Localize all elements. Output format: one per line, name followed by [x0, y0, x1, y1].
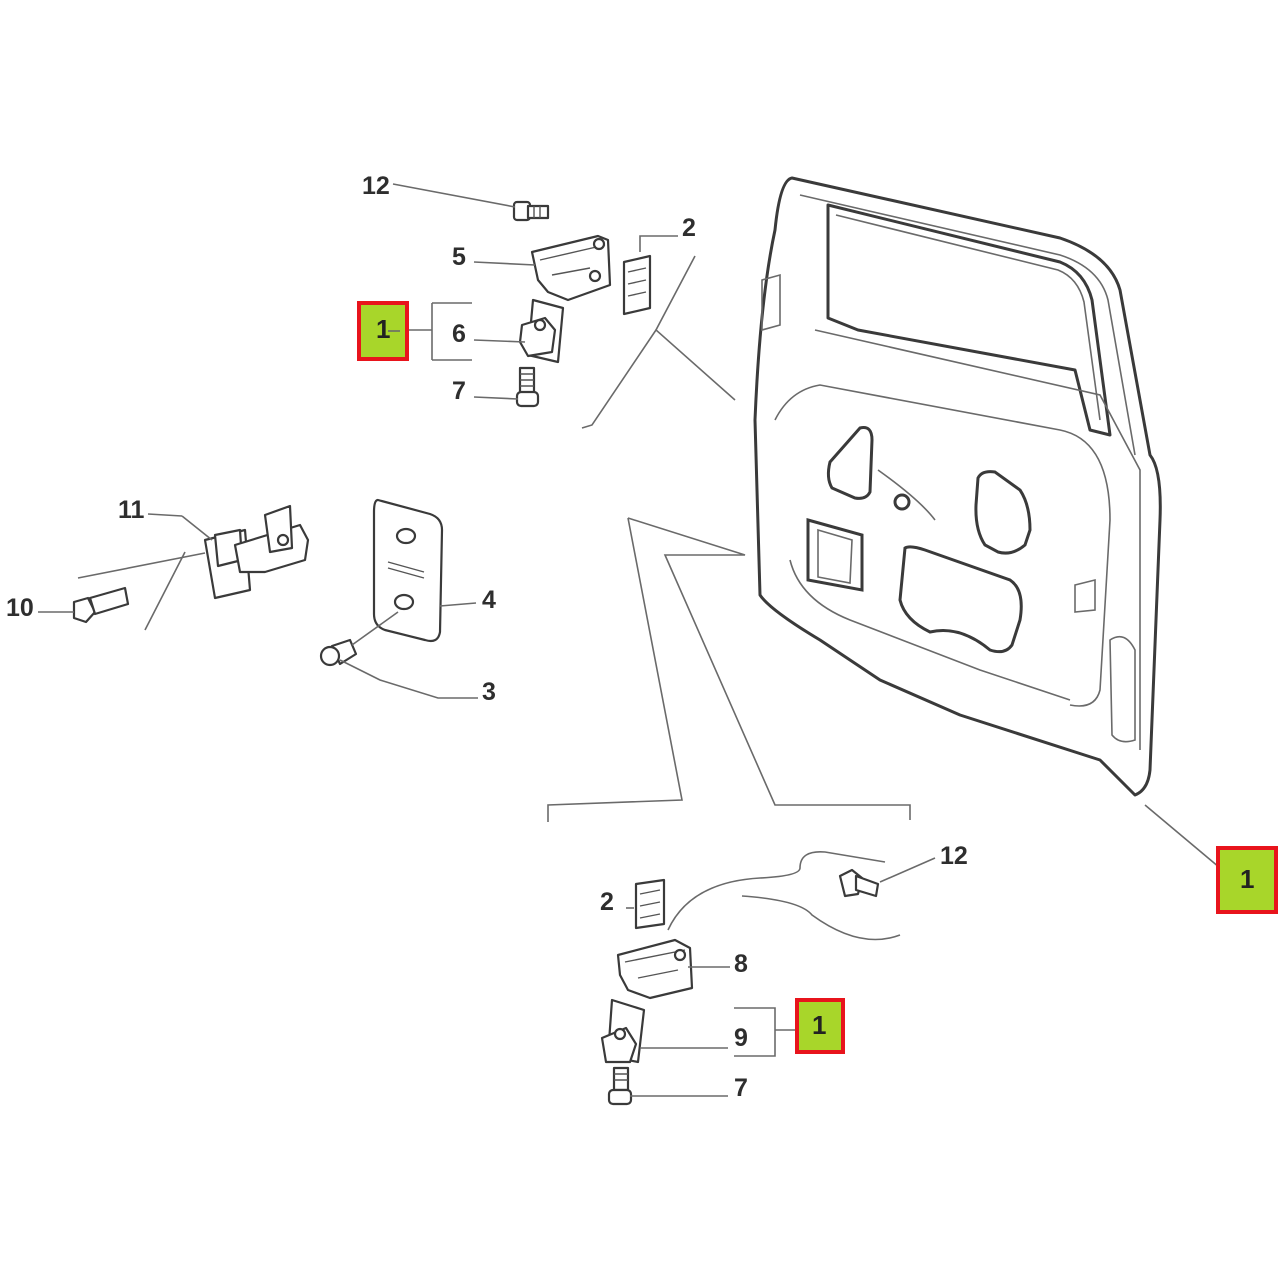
lower-bolt-12[interactable] [838, 868, 880, 898]
part-number-labels: 12 5 6 7 2 11 10 4 3 2 12 8 9 7 [6, 172, 968, 1102]
upper-bolt-12[interactable] [512, 200, 550, 222]
lower-bolt-7[interactable] [607, 1066, 633, 1106]
callout-lower-hinge-assembly[interactable]: 1 [795, 998, 845, 1054]
door-panel[interactable] [753, 176, 1162, 797]
label-upper-7: 7 [452, 377, 466, 405]
lower-shim-2[interactable] [634, 878, 666, 930]
upper-hinge-6[interactable] [518, 298, 565, 364]
callout-label: 1 [376, 314, 390, 344]
callout-label: 1 [812, 1010, 826, 1040]
plate-4[interactable] [372, 498, 444, 643]
check-bolt-10[interactable] [72, 586, 130, 624]
lower-hinge-8[interactable] [616, 938, 694, 1000]
label-lower-2: 2 [600, 888, 614, 916]
label-lower-9: 9 [734, 1024, 748, 1052]
label-upper-12: 12 [362, 172, 390, 200]
screw-3[interactable] [319, 611, 399, 667]
label-lower-12: 12 [940, 842, 968, 870]
callout-label: 1 [1240, 864, 1254, 894]
label-upper-6: 6 [452, 320, 466, 348]
label-lower-7: 7 [734, 1074, 748, 1102]
door-check-11[interactable] [77, 504, 310, 631]
callout-upper-hinge-assembly[interactable]: 1 [357, 301, 409, 361]
label-lower-8: 8 [734, 950, 748, 978]
label-upper-5: 5 [452, 243, 466, 271]
label-plate-4: 4 [482, 586, 496, 614]
leader-lines [38, 183, 1233, 1097]
upper-bolt-7[interactable] [515, 366, 540, 408]
callout-door-assembly[interactable]: 1 [1216, 846, 1278, 914]
label-screw-3: 3 [482, 678, 496, 706]
label-check-11: 11 [118, 496, 145, 524]
upper-shim-2[interactable] [622, 254, 652, 316]
label-upper-2: 2 [682, 214, 696, 242]
label-check-10: 10 [6, 594, 34, 622]
lower-hinge-9[interactable] [600, 998, 646, 1064]
upper-hinge-5[interactable] [530, 234, 612, 302]
